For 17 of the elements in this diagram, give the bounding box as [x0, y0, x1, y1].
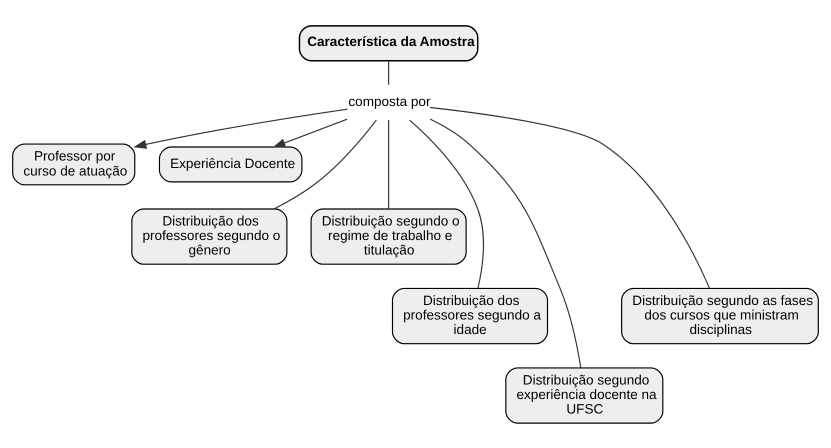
node-box: Distribuição dos professores segundo o gênero — [131, 208, 288, 264]
connector — [409, 119, 484, 288]
node-box: Distribuição segundo experiência docente na UFSC — [505, 366, 664, 424]
connector — [274, 119, 377, 209]
node-box: Distribuição segundo as fases dos cursos que ministram disciplinas — [621, 287, 819, 344]
connector — [430, 106, 710, 288]
arrow — [272, 118, 348, 148]
node-box: Distribuição dos professores segundo a idade — [392, 287, 548, 344]
node-box: Experiência Docente — [158, 146, 302, 182]
node-box: Característica da Amostra — [298, 24, 478, 61]
node-box: Professor por curso de atuação — [12, 143, 136, 185]
node-box: Distribuição segundo o regime de trabalho e titulação — [310, 208, 467, 264]
arrow — [133, 108, 348, 148]
connector — [430, 118, 582, 368]
connector — [388, 119, 390, 208]
connector — [388, 60, 390, 84]
node-text: composta por — [348, 94, 430, 109]
